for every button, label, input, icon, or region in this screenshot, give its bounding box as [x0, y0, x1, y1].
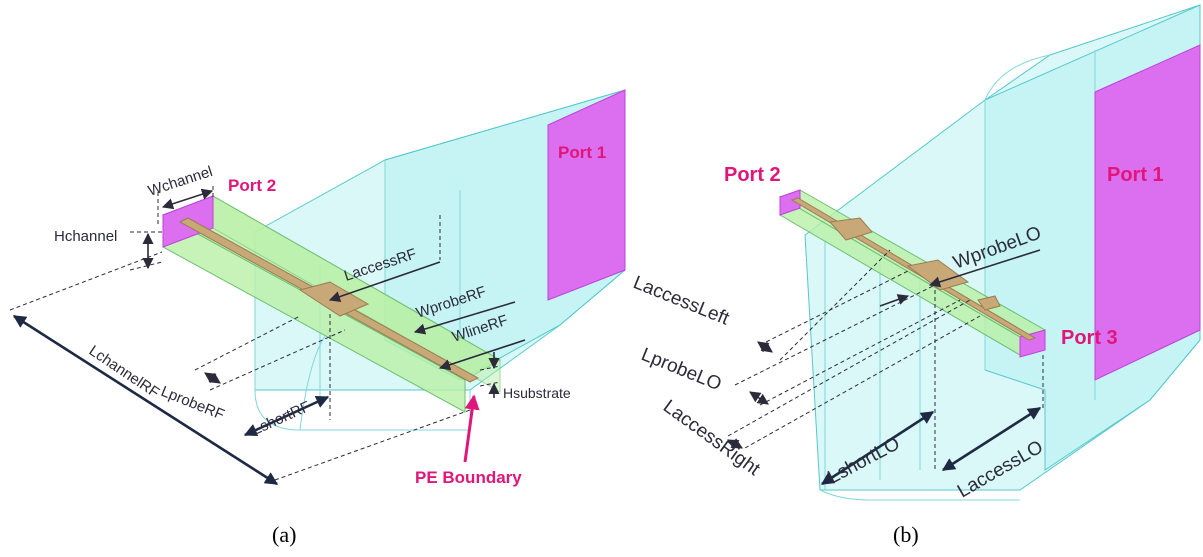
lprobe-rf-label: LprobeRF [159, 383, 227, 424]
port2-label-a: Port 2 [228, 176, 276, 195]
port2-label-b: Port 2 [724, 164, 781, 186]
hchannel-label: Hchannel [54, 228, 117, 245]
panel-b: Port 1 Port 2 Port 3 WprobeLO LaccessLef… [630, 4, 1201, 547]
port3-label-b: Port 3 [1061, 327, 1118, 349]
caption-b: (b) [893, 522, 919, 547]
lshort-rf-label: LshortRF [250, 398, 313, 439]
laccess-left-label: LaccessLeft [630, 272, 733, 330]
dims-b [727, 249, 1044, 486]
caption-a: (a) [272, 522, 296, 547]
lchannel-rf-label: LchannelRF [86, 342, 163, 401]
panel-a: Port 1 Port 2 Wchannel Hchannel LaccessR… [9, 89, 626, 547]
lprobe-lo-label: LprobeLO [638, 344, 724, 395]
port1-label-a: Port 1 [558, 143, 606, 162]
port1-face-b [1094, 44, 1201, 381]
hsubstrate-label: Hsubstrate [503, 385, 571, 401]
port1-face-a [547, 89, 626, 301]
port1-label-b: Port 1 [1107, 164, 1164, 186]
port2-face-b [779, 189, 801, 216]
pe-boundary-label: PE Boundary [415, 468, 522, 487]
dims-a [9, 186, 526, 486]
laccess-right-label: LaccessRight [659, 396, 764, 480]
